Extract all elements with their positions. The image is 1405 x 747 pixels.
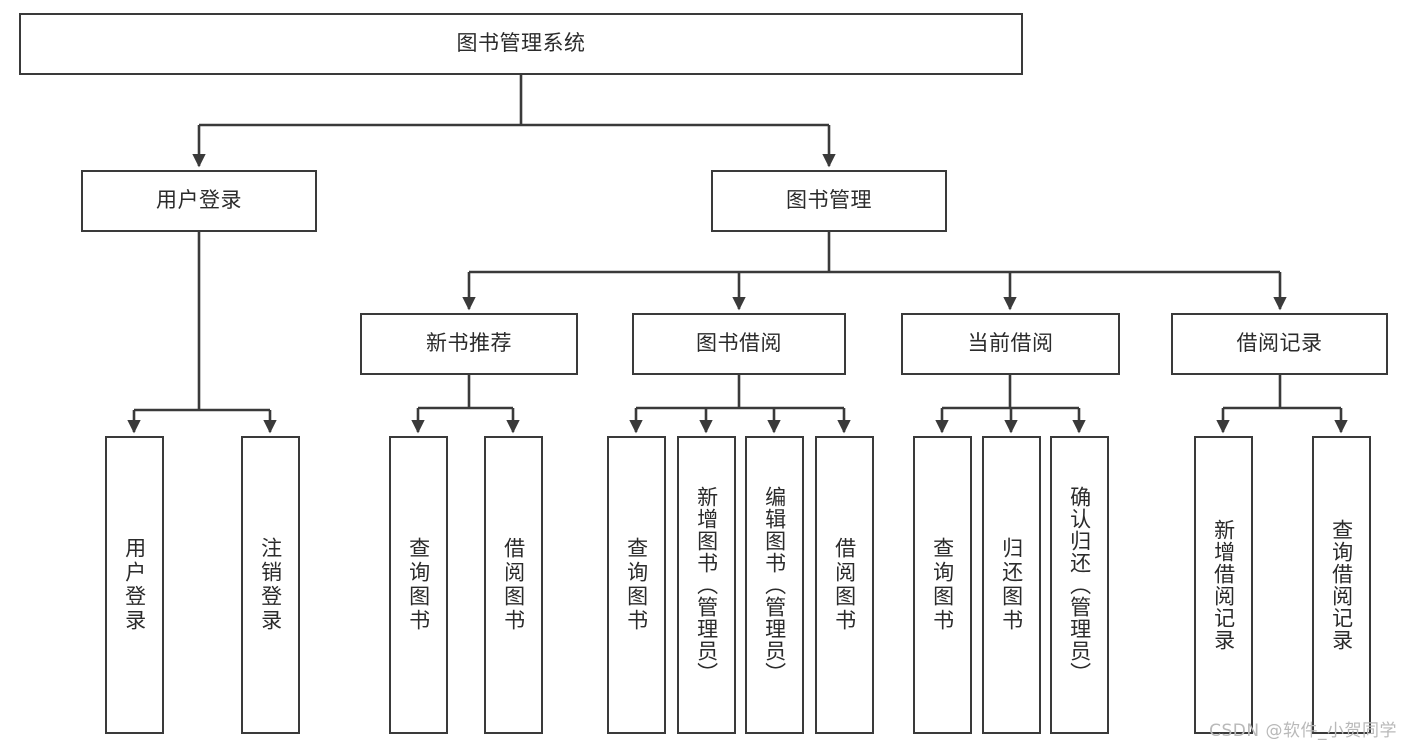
node-label: 查询图书 [624,537,649,633]
node-new-book-recommend[interactable]: 新书推荐 [360,313,578,375]
node-label: 注销登录 [258,537,283,633]
node-label: 查询借阅记录 [1329,519,1354,651]
node-leaf-logout[interactable]: 注销登录 [241,436,300,734]
node-label: 新书推荐 [426,331,512,356]
node-borrow-record[interactable]: 借阅记录 [1171,313,1388,375]
node-leaf-query-book-recommend[interactable]: 查询图书 [389,436,448,734]
node-leaf-query-book-borrow[interactable]: 查询图书 [607,436,666,734]
node-label: 用户登录 [122,537,147,633]
node-label: 新增借阅记录 [1211,519,1236,651]
node-leaf-edit-book-admin[interactable]: 编辑图书（管理员） [745,436,804,734]
node-leaf-add-borrow-record[interactable]: 新增借阅记录 [1194,436,1253,734]
node-label: 图书管理系统 [456,31,586,56]
node-root-book-management-system[interactable]: 图书管理系统 [19,13,1023,75]
node-user-login[interactable]: 用户登录 [81,170,317,232]
node-leaf-query-borrow-record[interactable]: 查询借阅记录 [1312,436,1371,734]
node-current-borrow[interactable]: 当前借阅 [901,313,1120,375]
node-book-borrow[interactable]: 图书借阅 [632,313,846,375]
node-label: 借阅图书 [501,537,526,633]
node-leaf-user-login[interactable]: 用户登录 [105,436,164,734]
node-label: 新增图书（管理员） [694,486,719,684]
node-label: 归还图书 [999,537,1024,633]
node-label: 图书借阅 [696,331,782,356]
node-label: 借阅记录 [1236,331,1323,356]
node-label: 图书管理 [786,188,872,213]
node-leaf-add-book-admin[interactable]: 新增图书（管理员） [677,436,736,734]
node-label: 查询图书 [406,537,431,633]
node-label: 查询图书 [930,537,955,633]
node-label: 当前借阅 [967,331,1054,356]
node-leaf-borrow-book[interactable]: 借阅图书 [815,436,874,734]
node-book-management[interactable]: 图书管理 [711,170,947,232]
watermark-text: CSDN @软件_小贺同学 [1209,721,1397,741]
node-leaf-confirm-return-admin[interactable]: 确认归还（管理员） [1050,436,1109,734]
node-label: 确认归还（管理员） [1067,486,1092,684]
node-leaf-return-book[interactable]: 归还图书 [982,436,1041,734]
node-leaf-query-book-current[interactable]: 查询图书 [913,436,972,734]
node-label: 用户登录 [156,188,242,213]
node-label: 借阅图书 [832,537,857,633]
node-leaf-borrow-book-recommend[interactable]: 借阅图书 [484,436,543,734]
node-label: 编辑图书（管理员） [762,486,787,684]
